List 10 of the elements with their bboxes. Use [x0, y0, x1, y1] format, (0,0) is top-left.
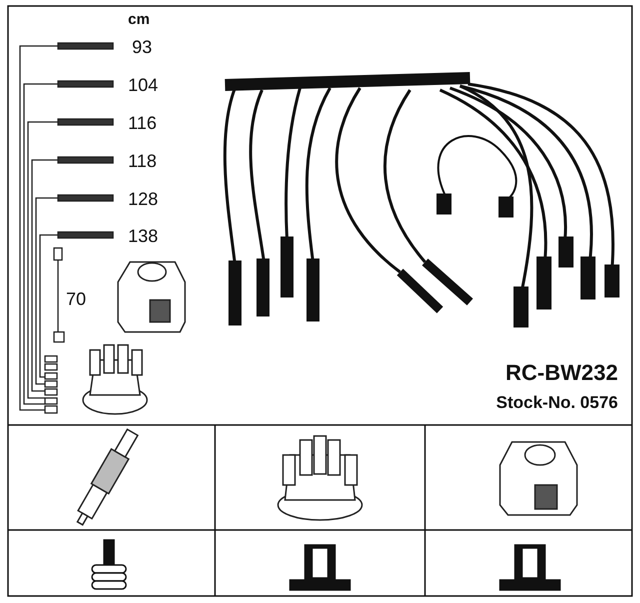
stock-number: Stock-No. 0576 [496, 394, 618, 411]
length-value: 128 [128, 190, 158, 208]
unit-label: cm [128, 12, 150, 27]
length-value: 116 [128, 114, 157, 132]
length-value: 138 [128, 227, 158, 245]
part-number: RC-BW232 [506, 362, 618, 384]
length-value: 70 [66, 290, 86, 308]
length-value: 104 [128, 76, 158, 94]
length-value: 93 [132, 38, 152, 56]
length-value: 118 [128, 152, 157, 170]
